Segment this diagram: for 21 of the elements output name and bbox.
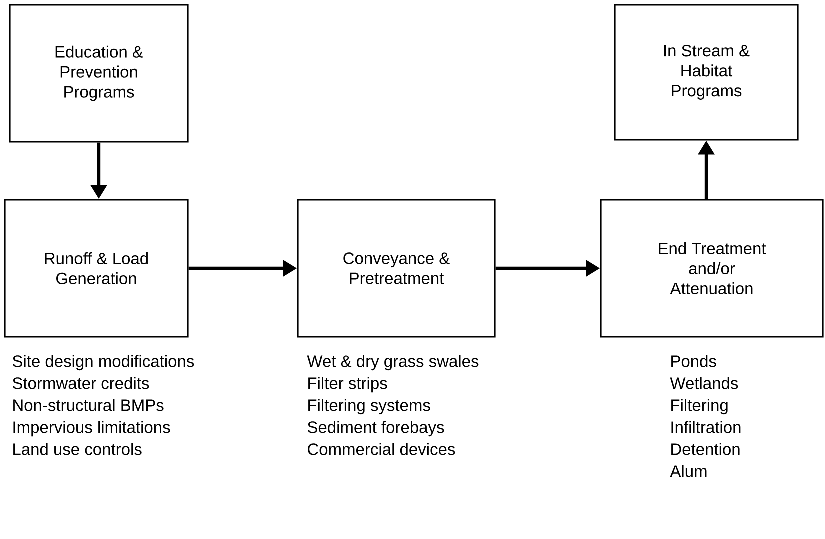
list-item: Wet & dry grass swales	[307, 355, 479, 371]
process-box: In Stream & Habitat Programs	[614, 4, 799, 141]
list-item: Impervious limitations	[14, 421, 170, 437]
list-item: Commercial devices	[308, 443, 456, 456]
process-box: Education & Prevention Programs	[9, 4, 189, 143]
list-item: Filter strips	[308, 377, 388, 393]
list-item: Stormwater credits	[12, 377, 150, 390]
list-item: Filtering systems	[308, 399, 430, 415]
list-item: Ponds	[672, 355, 716, 368]
list-item: Detention	[672, 443, 740, 456]
list-item: Wetlands	[670, 377, 738, 390]
process-box: Conveyance & Pretreatment	[297, 199, 496, 338]
list-item: Filtering	[672, 399, 728, 415]
list-item: Land use controls	[14, 443, 142, 456]
list-item: Site design modifications	[12, 355, 194, 371]
process-box: End Treatment and/or Attenuation	[600, 199, 824, 338]
list-item: Non-structural BMPs	[14, 399, 164, 412]
process-box: Runoff & Load Generation	[4, 199, 189, 338]
list-item: Infiltration	[672, 421, 741, 434]
list-item: Sediment forebays	[308, 421, 444, 437]
list-item: Alum	[670, 465, 707, 478]
